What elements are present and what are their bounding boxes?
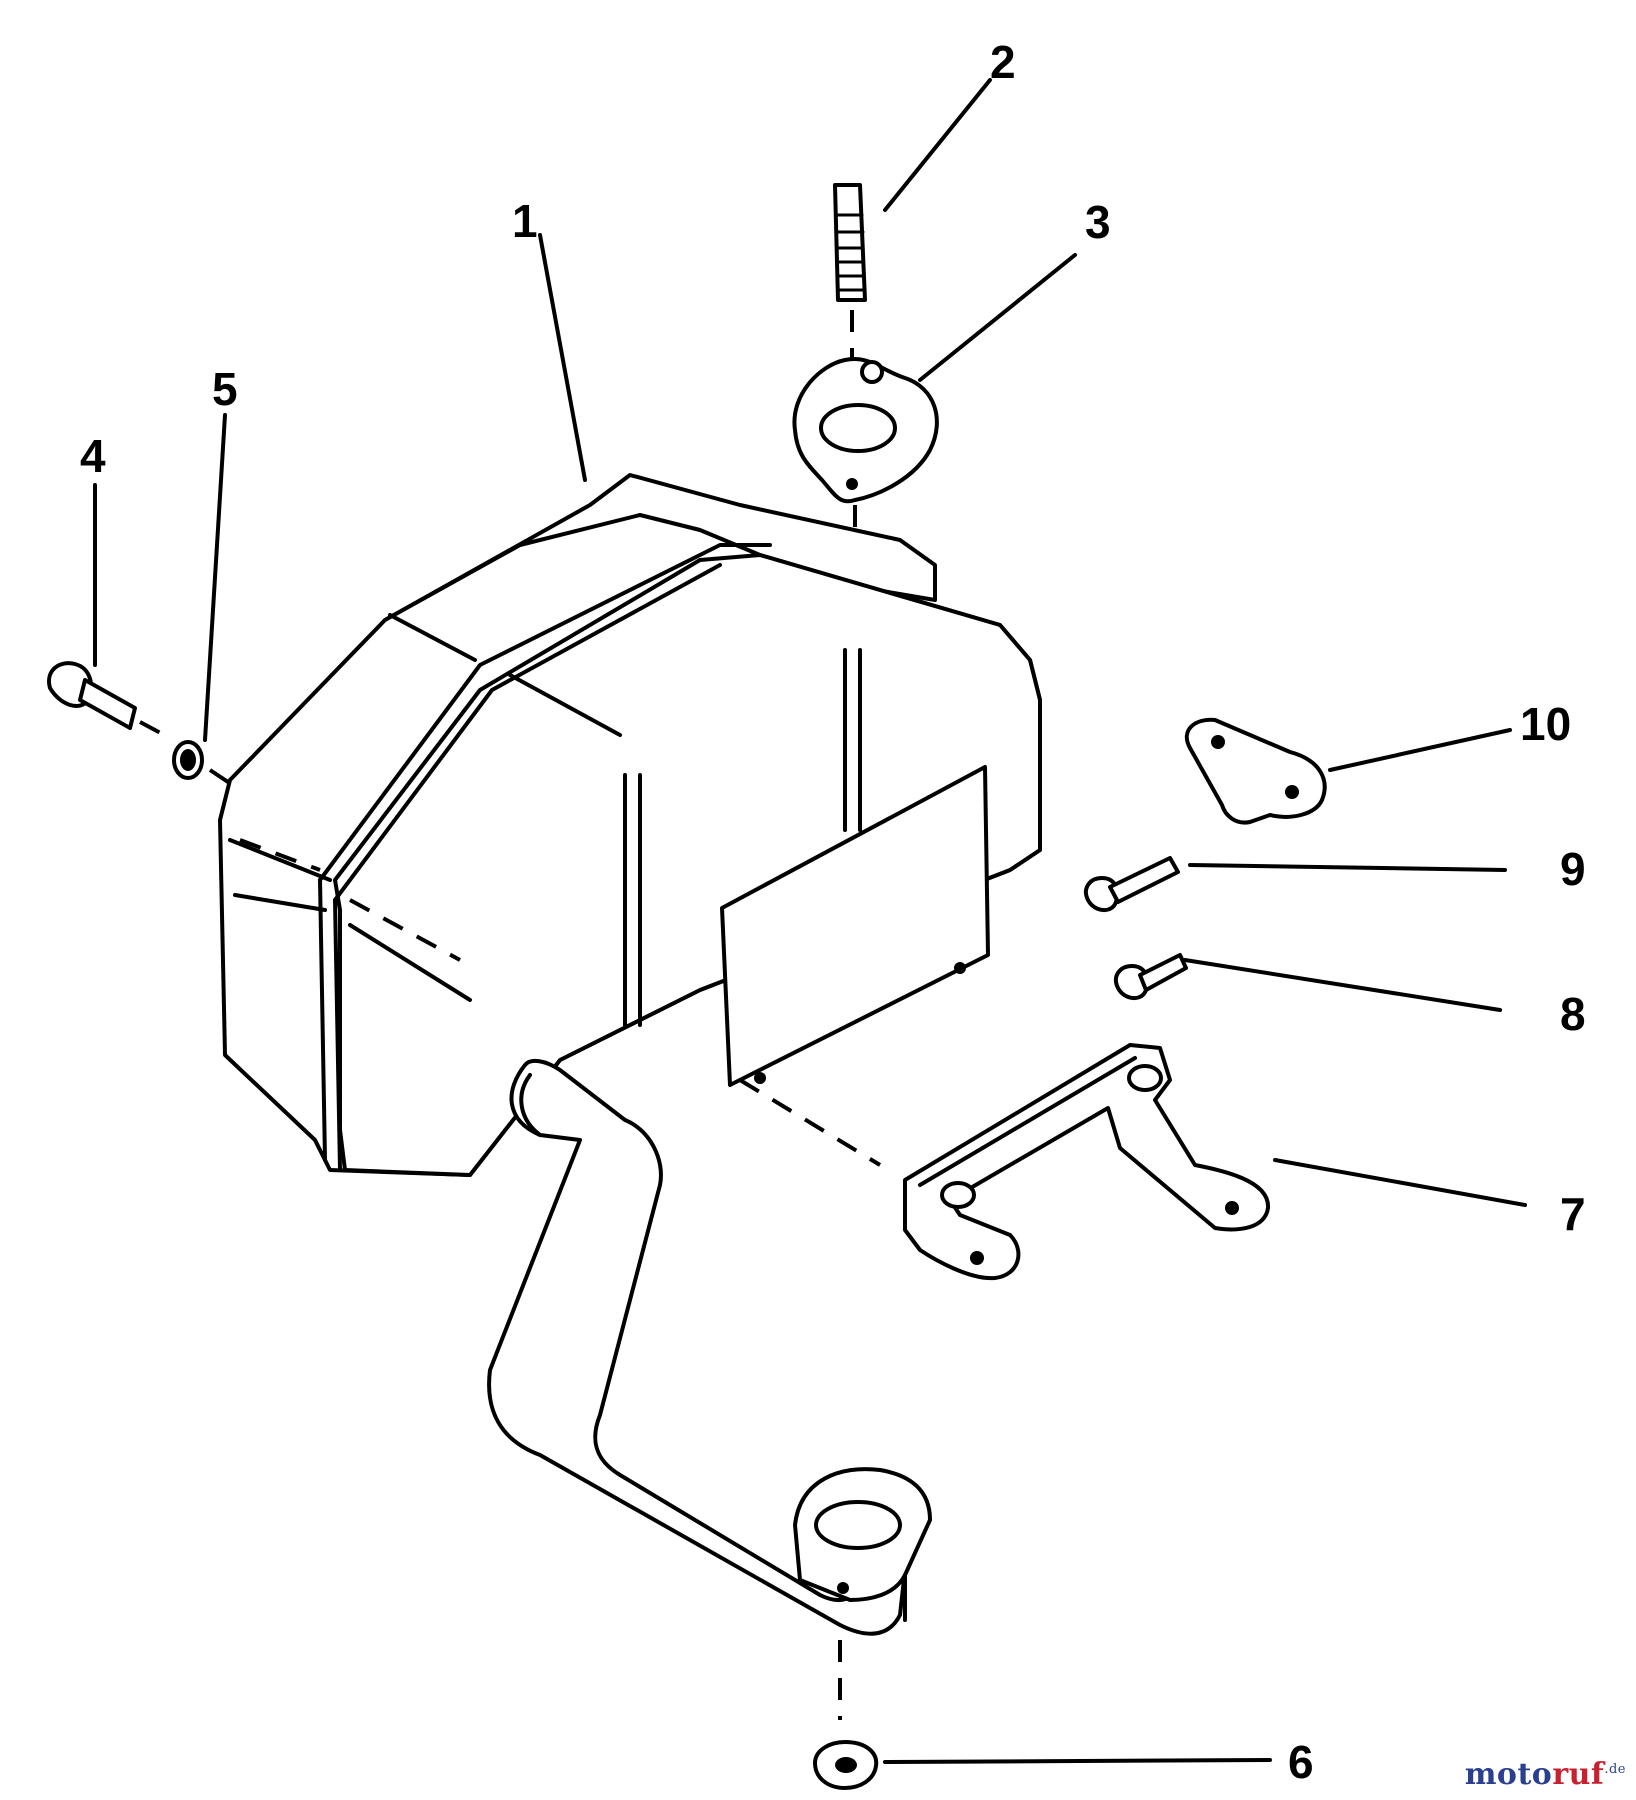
watermark-part-b: ruf bbox=[1552, 1757, 1605, 1792]
small-bracket bbox=[1184, 717, 1327, 825]
callout-8: 8 bbox=[1560, 988, 1586, 1040]
motoruf-watermark: motoruf.de bbox=[1465, 1757, 1626, 1792]
callout-4: 4 bbox=[80, 430, 106, 482]
leader-lines bbox=[93, 78, 1527, 1764]
screw-small bbox=[1113, 953, 1188, 1000]
callout-numbers: 1 2 3 4 5 6 7 8 9 10 bbox=[80, 36, 1586, 1788]
stud-bolt bbox=[833, 183, 867, 375]
callout-7: 7 bbox=[1560, 1188, 1586, 1240]
mounting-bracket bbox=[903, 1043, 1271, 1281]
callout-10: 10 bbox=[1520, 698, 1571, 750]
exhaust-gasket bbox=[792, 357, 939, 540]
screw bbox=[47, 661, 171, 740]
callout-9: 9 bbox=[1560, 843, 1586, 895]
callout-1: 1 bbox=[512, 195, 538, 247]
watermark-part-a: moto bbox=[1464, 1757, 1553, 1792]
plug-nut bbox=[813, 1740, 879, 1790]
callout-2: 2 bbox=[990, 36, 1016, 88]
callout-5: 5 bbox=[212, 363, 238, 415]
callout-3: 3 bbox=[1085, 196, 1111, 248]
screw-medium bbox=[1083, 856, 1180, 912]
watermark-part-c: .de bbox=[1604, 1762, 1626, 1777]
callout-6: 6 bbox=[1288, 1736, 1314, 1788]
lock-washer bbox=[172, 740, 242, 792]
muffler-body bbox=[218, 473, 1042, 1720]
